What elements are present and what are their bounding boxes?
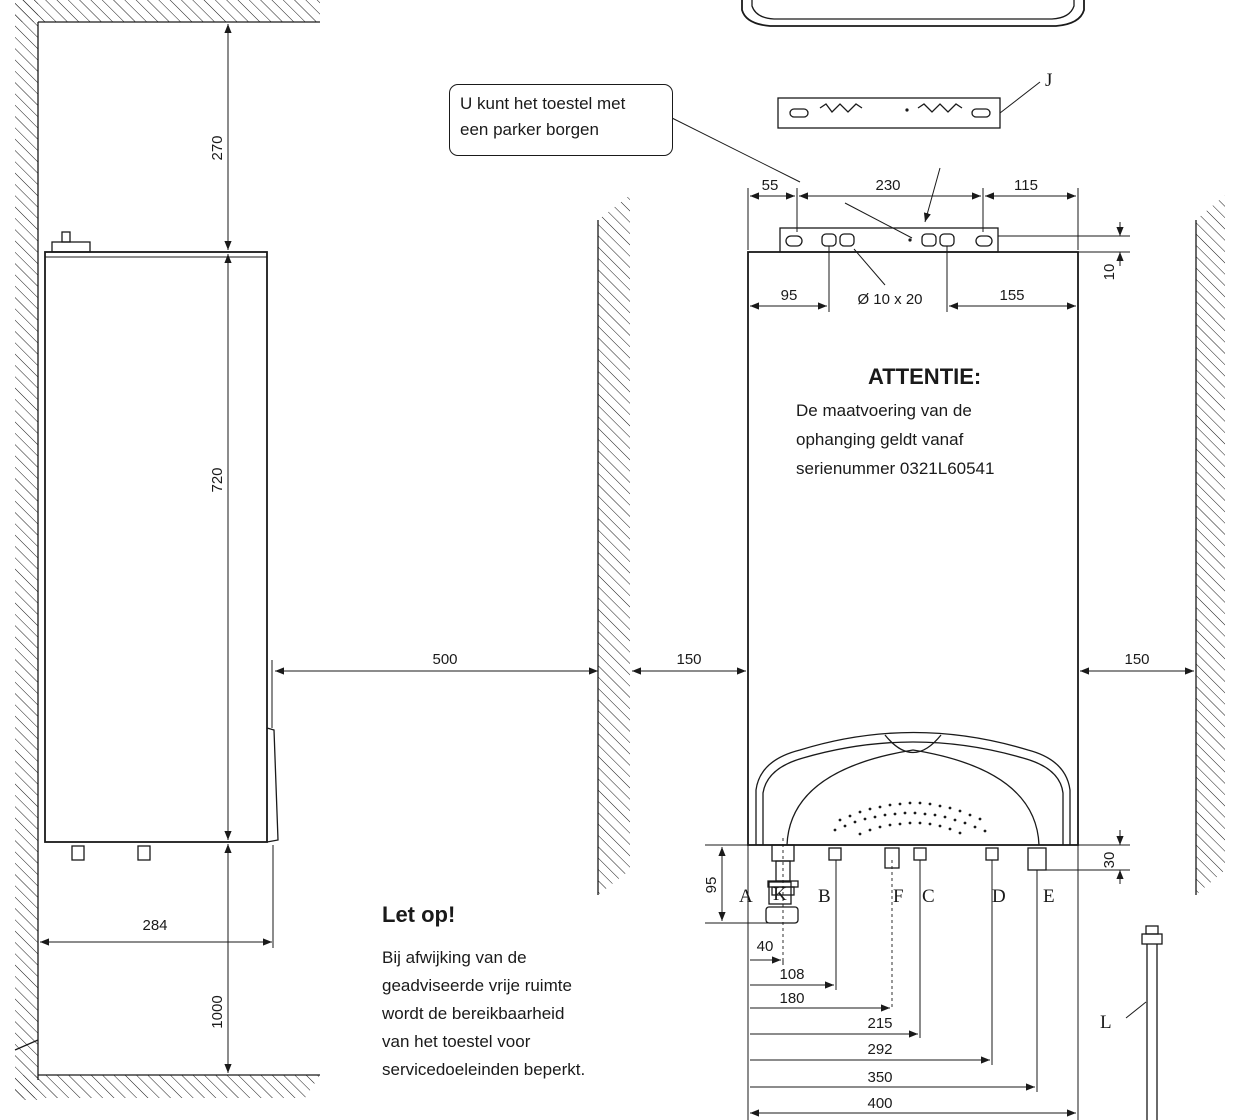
callout-line-2: een parker borgen	[460, 120, 599, 139]
dim-front-clearance: 500	[432, 651, 457, 668]
let-op-line-4: van het toestel voor	[382, 1032, 531, 1051]
dim-mid-right: 155	[999, 287, 1024, 304]
right-wall	[1195, 195, 1225, 895]
dim-top-mid: 230	[875, 177, 900, 194]
attention-body: De maatvoering van de ophanging geldt va…	[796, 396, 1056, 483]
label-j: J	[1045, 70, 1052, 91]
appliance-front	[747, 251, 1079, 846]
dim-depth: 284	[142, 917, 167, 934]
dim-292: 292	[867, 1041, 892, 1058]
dim-bottom-clearance: 1000	[209, 995, 226, 1028]
dim-top-right: 115	[1014, 177, 1038, 194]
attention-line-1: De maatvoering van de	[796, 401, 972, 420]
dim-right-clearance: 150	[1124, 651, 1149, 668]
label-l: L	[1100, 1012, 1112, 1033]
dim-height: 720	[209, 467, 226, 492]
label-c: C	[922, 886, 935, 907]
middle-wall	[597, 195, 630, 895]
dim-40: 40	[757, 938, 774, 955]
front-view: J 55 230 115	[632, 0, 1194, 1120]
let-op-body: Bij afwijking van de geadviseerde vrije …	[382, 944, 662, 1084]
attention-title: ATTENTIE:	[868, 364, 982, 389]
side-view: 270 720 1000 284 500	[14, 0, 598, 1100]
label-e: E	[1043, 886, 1055, 907]
dim-top-left: 55	[762, 177, 779, 194]
callout-note: U kunt het toestel met een parker borgen	[449, 84, 673, 156]
dim-108: 108	[779, 966, 804, 983]
let-op-title: Let op!	[382, 902, 456, 927]
dim-350: 350	[867, 1069, 892, 1086]
bottom-cover	[755, 731, 1071, 846]
dim-215: 215	[867, 1015, 892, 1032]
label-k: K	[773, 884, 787, 905]
pipe-l: L	[1100, 925, 1163, 1120]
dim-slot: Ø 10 x 20	[857, 291, 922, 308]
let-op-line-1: Bij afwijking van de	[382, 948, 527, 967]
label-a: A	[739, 886, 753, 907]
dim-bracket-offset: 10	[1101, 264, 1118, 281]
dim-connection-offset: 30	[1101, 852, 1118, 869]
bottom-dimensions: 40 108 180 215 292 350 400	[750, 860, 1076, 1117]
dim-400: 400	[867, 1095, 892, 1112]
connections	[765, 838, 1047, 1010]
dim-180: 180	[779, 990, 804, 1007]
appliance-side	[44, 251, 268, 843]
callout-line-1: U kunt het toestel met	[460, 94, 626, 113]
let-op-line-2: geadviseerde vrije ruimte	[382, 976, 572, 995]
attention-line-2: ophanging geldt vanaf	[796, 430, 964, 449]
let-op-line-3: wordt de bereikbaarheid	[382, 1004, 565, 1023]
label-f: F	[893, 886, 904, 907]
floor	[15, 1075, 320, 1098]
hanging-bracket	[779, 227, 999, 253]
ceiling-wall	[15, 0, 320, 22]
dim-connection-height: 95	[703, 877, 720, 894]
back-wall	[15, 0, 38, 1100]
dim-top-clearance: 270	[209, 135, 226, 160]
dim-left-clearance: 150	[676, 651, 701, 668]
ventilation-dots	[833, 801, 987, 836]
let-op-line-5: servicedoeleinden beperkt.	[382, 1060, 586, 1079]
dim-mid-left: 95	[781, 287, 798, 304]
label-d: D	[992, 886, 1006, 907]
attention-line-3: serienummer 0321L60541	[796, 459, 995, 478]
label-b: B	[818, 886, 831, 907]
mounting-strip-j: J	[777, 70, 1052, 129]
